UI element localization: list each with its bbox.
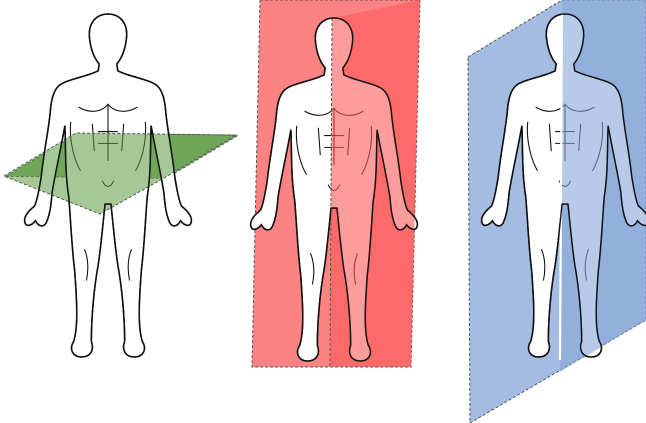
figure-sagittal	[251, 0, 420, 367]
figure-coronal	[468, 0, 646, 423]
